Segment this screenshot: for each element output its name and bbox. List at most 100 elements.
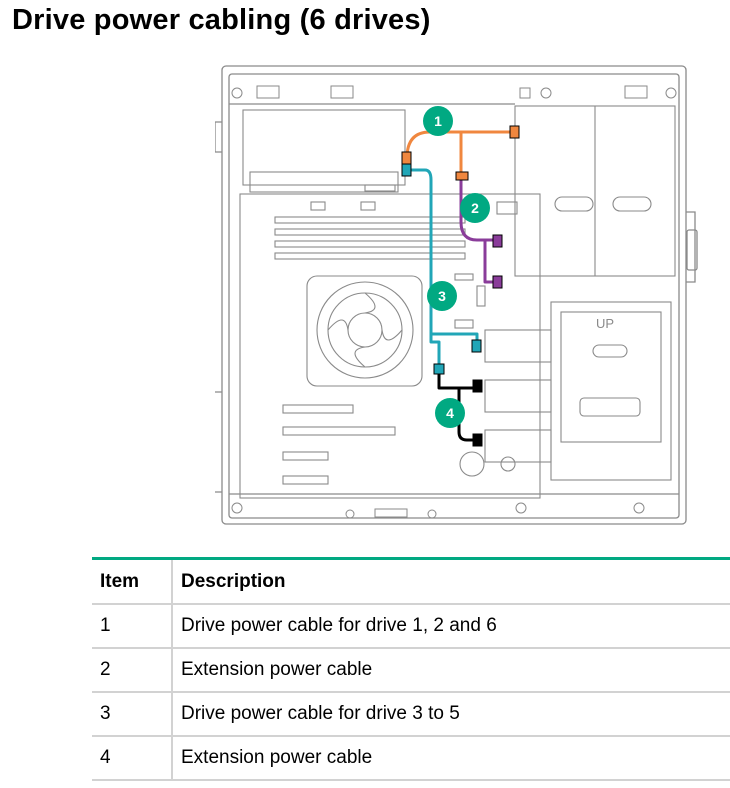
callout-4: 4	[435, 398, 465, 428]
dimm-slot-2	[274, 228, 466, 236]
chip-a	[476, 285, 486, 307]
left-tab-top	[215, 121, 222, 153]
item-cell: 4	[92, 736, 172, 781]
connector-1c	[455, 171, 469, 181]
table-row: 3 Drive power cable for drive 3 to 5	[92, 692, 730, 737]
sata-port-2	[454, 319, 474, 329]
psu-bracket	[249, 171, 399, 193]
cable-2	[459, 178, 497, 284]
description-cell: Drive power cable for drive 1, 2 and 6	[171, 604, 730, 649]
cage-handle-1	[554, 196, 594, 212]
callout-1: 1	[423, 106, 453, 136]
pcie-slot-1	[282, 404, 354, 414]
pcie-slot-3	[282, 451, 329, 461]
connector-3b	[471, 339, 482, 353]
dimm-slot-1	[274, 216, 466, 224]
connector-4b	[472, 433, 483, 447]
callout-2: 2	[460, 193, 490, 223]
description-cell: Extension power cable	[171, 736, 730, 781]
description-cell: Drive power cable for drive 3 to 5	[171, 692, 730, 737]
column-header-item: Item	[92, 558, 172, 605]
drive-bay-b	[484, 379, 552, 413]
fan-outer	[316, 281, 414, 379]
top-features	[231, 85, 677, 99]
pcie-slot-4	[282, 475, 329, 485]
cage-handle-2	[612, 196, 652, 212]
screw-bottom-mid1	[345, 509, 355, 519]
board-outline	[239, 193, 541, 499]
psu-connector	[364, 184, 396, 192]
hdd-cage-inner	[560, 311, 662, 443]
drive-bay-a	[484, 329, 552, 363]
callout-circle	[435, 398, 465, 428]
connector-2b	[492, 275, 503, 289]
left-tab-bottom	[215, 391, 222, 493]
header-a	[310, 201, 326, 211]
bottom-features	[231, 502, 645, 519]
chassis-inner-frame	[228, 73, 680, 519]
sata-port-1	[454, 273, 474, 281]
callout-label: 3	[438, 288, 446, 304]
description-cell: Extension power cable	[171, 648, 730, 693]
connector-1b	[509, 125, 520, 139]
right-latch	[686, 229, 698, 271]
connector-4a	[472, 379, 483, 393]
screw-top-right	[665, 87, 677, 99]
dimm-slot-4	[274, 252, 466, 260]
column-header-description: Description	[171, 558, 730, 605]
connector-2a	[492, 234, 503, 248]
drive-bay-c	[484, 429, 552, 463]
chassis-frame	[221, 65, 687, 525]
item-cell: 3	[92, 692, 172, 737]
chassis-outline	[215, 65, 698, 525]
cable-3	[405, 168, 479, 348]
power-connector-block	[496, 201, 518, 215]
top-slot-2	[330, 85, 354, 99]
page-title: Drive power cabling (6 drives)	[12, 4, 431, 36]
callout-3: 3	[427, 281, 457, 311]
header-b	[360, 201, 376, 211]
screw-bottom-mid3	[515, 502, 527, 514]
fan-blades	[327, 292, 403, 368]
connector-1a	[401, 151, 412, 165]
table-row: 1 Drive power cable for drive 1, 2 and 6	[92, 604, 730, 649]
item-cell: 2	[92, 648, 172, 693]
power-supply	[242, 109, 406, 193]
callout-circle	[423, 106, 453, 136]
pcie-slot-2	[282, 426, 396, 436]
up-label: UP	[596, 316, 614, 331]
screw-bottom-right	[633, 502, 645, 514]
table-row: 4 Extension power cable	[92, 736, 730, 781]
screw-bottom-mid2	[427, 509, 437, 519]
item-cell: 1	[92, 604, 172, 649]
screw-top-left	[231, 87, 243, 99]
board-screw	[500, 456, 516, 472]
screw-top-mid	[540, 87, 552, 99]
callout-circle	[460, 193, 490, 223]
cable-connectors	[401, 125, 520, 447]
chassis-cabling-diagram: UP 1 2 3	[215, 65, 698, 525]
connector-3c	[433, 363, 445, 375]
cmos-battery	[459, 451, 485, 477]
right-tab	[686, 211, 696, 283]
hdd-cage-handle	[592, 344, 628, 358]
drive-cages	[484, 105, 676, 481]
heatsink-frame	[306, 275, 423, 387]
callout-label: 4	[446, 405, 454, 421]
callout-label: 2	[471, 200, 479, 216]
motherboard	[239, 193, 541, 499]
dimm-slot-3	[274, 240, 466, 248]
psu-body	[242, 109, 406, 186]
fan-mid	[327, 292, 403, 368]
fan-hub	[347, 312, 383, 348]
hdd-cage-lever	[579, 397, 641, 417]
connector-3a	[401, 163, 412, 177]
table-header-row: Item Description	[92, 558, 730, 605]
top-slot-1	[256, 85, 280, 99]
table-row: 2 Extension power cable	[92, 648, 730, 693]
top-slot-4	[624, 85, 648, 99]
callout-label: 1	[434, 113, 442, 129]
callout-circle	[427, 281, 457, 311]
cable-3-branch	[429, 332, 441, 370]
top-slot-3	[519, 87, 531, 99]
